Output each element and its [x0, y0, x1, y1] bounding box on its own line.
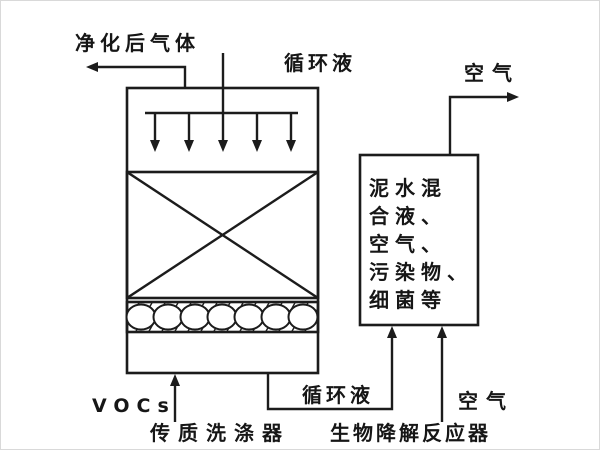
- bioreactor-vessel: 泥水混 合液、 空气、 污染物、 细菌等: [358, 153, 480, 327]
- packing-ball: [179, 303, 211, 331]
- reactor-text-line: 污染物、: [369, 260, 473, 284]
- air-outlet-label: 空气: [464, 61, 520, 85]
- packing-ball: [206, 303, 238, 331]
- bioreactor-contents-text: 泥水混 合液、 空气、 污染物、 细菌等: [369, 176, 473, 312]
- equipment-captions: 传质洗涤器 生物降解反应器: [149, 421, 491, 445]
- scrubber-vessel: [125, 53, 320, 375]
- packing-ball: [287, 303, 319, 331]
- air-outlet-arrow: [448, 92, 519, 155]
- circulating-liquid-top-label: 循环液: [284, 51, 356, 75]
- packing-ball: [152, 303, 184, 331]
- purified-gas-label: 净化后气体: [75, 31, 200, 55]
- packing-ball-band: [125, 300, 320, 334]
- reactor-text-line: 泥水混: [369, 176, 447, 200]
- air-inlet-label: 空气: [458, 389, 514, 413]
- circulating-liquid-return-arrow: [266, 326, 397, 411]
- reactor-caption: 生物降解反应器: [330, 421, 491, 445]
- vocs-label: VOCs: [92, 395, 176, 417]
- reactor-text-line: 细菌等: [369, 288, 447, 312]
- packing-diagonal: [126, 170, 319, 300]
- reactor-text-line: 合液、: [369, 204, 447, 228]
- circulating-liquid-bottom-label: 循环液: [302, 383, 374, 407]
- flow-lines: [86, 62, 519, 422]
- reactor-text-line: 空气、: [369, 232, 447, 256]
- packing-balls: [125, 303, 319, 331]
- purified-gas-arrow: [86, 62, 187, 88]
- spray-distributor: [145, 53, 298, 152]
- packing-ball: [233, 303, 265, 331]
- packing-ball: [125, 303, 157, 331]
- stream-labels: 净化后气体 循环液 空气 VOCs 循环液 空气: [75, 31, 520, 417]
- packing-ball: [260, 303, 292, 331]
- scrubber-caption: 传质洗涤器: [149, 421, 290, 445]
- bioreactor-outline: [358, 153, 480, 327]
- packing-box: [125, 170, 320, 300]
- packing-x-section: [125, 170, 320, 300]
